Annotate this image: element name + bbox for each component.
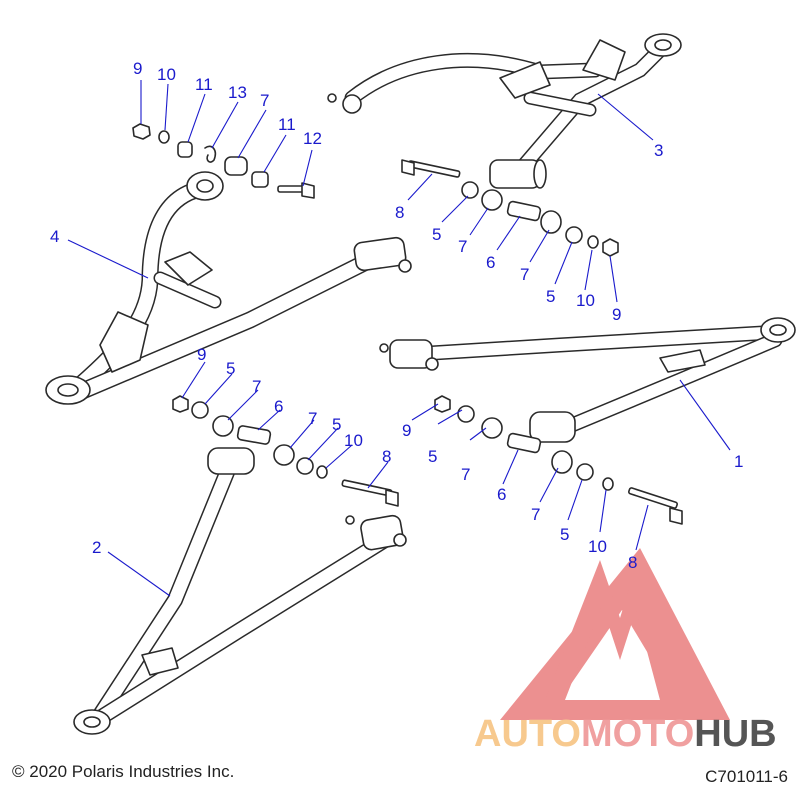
sleeve-6b: [236, 425, 272, 445]
lower-a-arm-2: [73, 447, 407, 735]
washer-5f: [576, 463, 594, 481]
upper-a-arm-4: [45, 171, 412, 405]
callout-6: 6: [486, 253, 495, 272]
washer-5b: [565, 226, 583, 244]
bushing-7c: [540, 210, 562, 234]
callout-10: 10: [588, 537, 607, 556]
callout-10: 10: [157, 65, 176, 84]
callout-5: 5: [332, 415, 341, 434]
callout-8: 8: [395, 203, 404, 222]
callout-6: 6: [274, 397, 283, 416]
callout-5: 5: [546, 287, 555, 306]
callout-7: 7: [308, 409, 317, 428]
callout-7: 7: [458, 237, 467, 256]
callout-10: 10: [576, 291, 595, 310]
washer-10d: [602, 477, 614, 491]
bushing-7e: [273, 444, 295, 466]
callout-9: 9: [612, 305, 621, 324]
washer-5d: [296, 457, 314, 475]
bushing-7a: [224, 156, 248, 176]
callout-9: 9: [133, 59, 142, 78]
logo-word-hub: HUB: [694, 713, 777, 755]
callout-5: 5: [560, 525, 569, 544]
callout-7: 7: [252, 377, 261, 396]
leader-lines: [67, 80, 731, 597]
washer-10c: [316, 465, 328, 479]
bolt-8b: [341, 479, 393, 497]
callout-8: 8: [628, 553, 637, 572]
callout-7: 7: [461, 465, 470, 484]
callout-7: 7: [260, 91, 269, 110]
callout-13: 13: [228, 83, 247, 102]
diagram-code: C701011-6: [705, 767, 788, 786]
logo-word-auto: AUTO: [474, 713, 581, 755]
washer-5a: [461, 181, 479, 199]
washer-5c: [191, 401, 209, 419]
callout-5: 5: [428, 447, 437, 466]
callout-6: 6: [497, 485, 506, 504]
bushing-7g: [551, 450, 573, 474]
callout-7: 7: [531, 505, 540, 524]
nut-9d: [434, 395, 451, 413]
bolt-8c: [628, 487, 678, 509]
callout-11: 11: [195, 75, 213, 94]
bolt-8a: [407, 160, 461, 178]
bushing-7f: [481, 417, 503, 439]
upper-a-arm-3: [327, 33, 682, 189]
hardware-group-top-right: [401, 159, 619, 257]
callout-12: 12: [303, 129, 322, 148]
lower-a-arm-1: [379, 317, 796, 443]
clip-13: [204, 145, 217, 163]
callout-10: 10: [344, 431, 363, 450]
sleeve-6a: [506, 200, 542, 222]
sleeve-6c: [506, 432, 542, 454]
hardware-group-mid-left: [172, 395, 399, 507]
washer-10b: [587, 235, 599, 249]
hardware-group-mid-right: [434, 395, 683, 525]
hardware-group-top-left: [132, 123, 315, 199]
callout-8: 8: [382, 447, 391, 466]
logo-word-moto: MOTO: [580, 713, 695, 755]
washer-10a: [158, 130, 170, 144]
callout-9: 9: [402, 421, 411, 440]
callout-5: 5: [226, 359, 235, 378]
callout-1: 1: [734, 452, 743, 471]
callout-labels: 9 10 11 13 7 11 12 3 8 5 7 6 7 5 10 9 4 …: [50, 59, 743, 572]
automotohub-logo-mark: [500, 548, 730, 720]
bushing-7b: [481, 189, 503, 211]
nut-9c: [172, 395, 189, 413]
callout-11: 11: [278, 115, 296, 134]
bushing-7d: [212, 415, 234, 437]
nut-11b: [251, 171, 269, 188]
callout-5: 5: [432, 225, 441, 244]
nut-9a: [132, 123, 151, 140]
copyright-text: © 2020 Polaris Industries Inc.: [12, 762, 235, 781]
callout-4: 4: [50, 227, 59, 246]
nut-9b: [602, 238, 619, 257]
automotohub-logo-text: AUTOMOTOHUB: [474, 713, 777, 756]
callout-2: 2: [92, 538, 101, 557]
callout-3: 3: [654, 141, 663, 160]
logo-inner-m: [545, 560, 680, 700]
nut-11a: [177, 141, 193, 158]
washer-5e: [457, 405, 475, 423]
callout-7: 7: [520, 265, 529, 284]
callout-9: 9: [197, 345, 206, 364]
